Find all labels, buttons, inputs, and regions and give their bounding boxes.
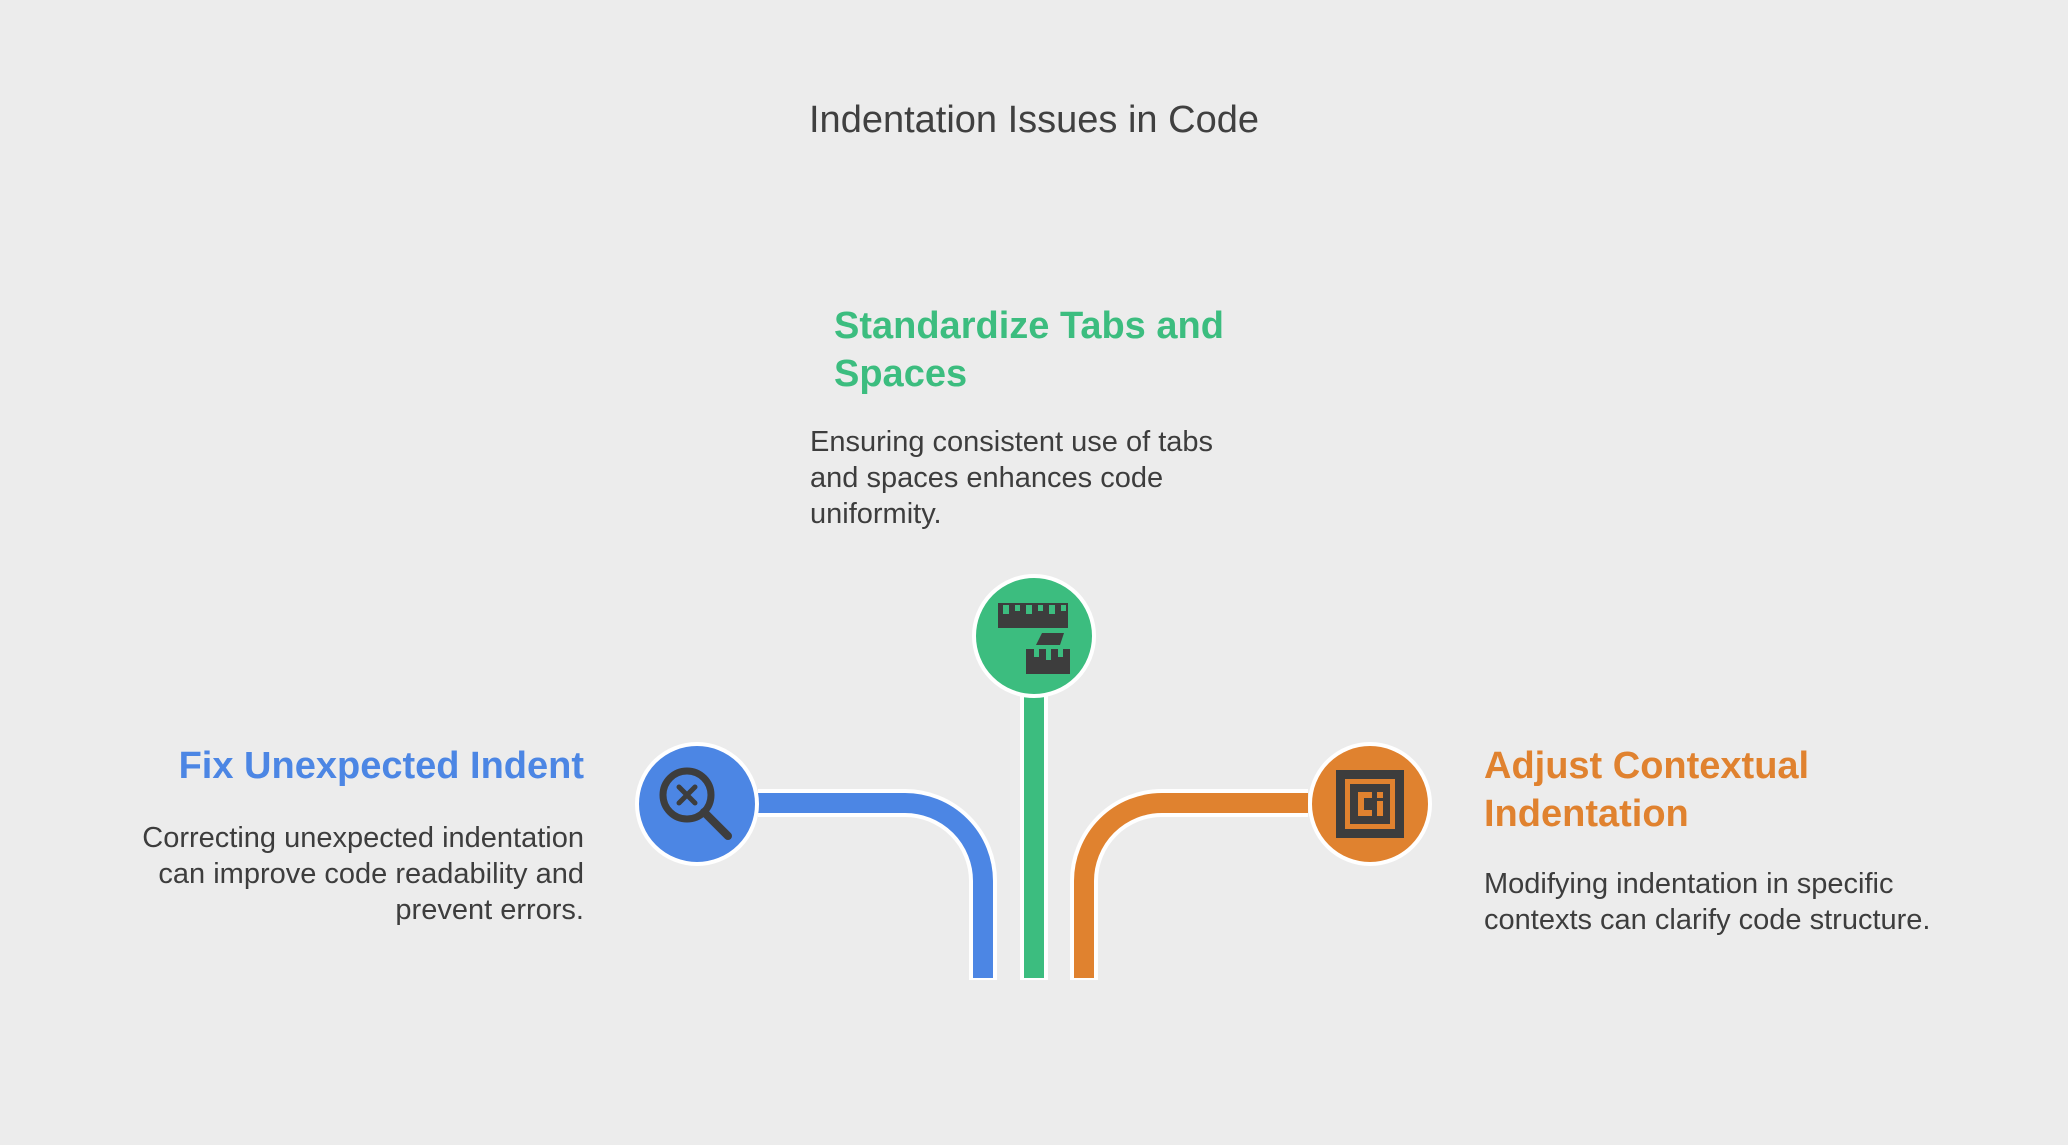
item-description: Correcting unexpected indentation can im… (142, 822, 584, 926)
item-description: Ensuring consistent use of tabs and spac… (810, 426, 1214, 530)
diagram-title: Indentation Issues in Code (809, 99, 1259, 141)
item-standardize-tabs-spaces: Standardize Tabs and Spaces Ensuring con… (810, 302, 1250, 532)
green-node (972, 574, 1096, 698)
orange-node (1308, 742, 1432, 866)
context-frame-icon (1336, 770, 1404, 838)
item-heading: Adjust Contextual Indentation (1484, 745, 1810, 835)
blue-pipe (758, 793, 993, 978)
ruler-icon (998, 603, 1070, 674)
item-heading: Standardize Tabs and Spaces (834, 305, 1224, 395)
item-fix-unexpected-indent: Fix Unexpected Indent Correcting unexpec… (110, 742, 584, 928)
magnifier-x-icon (659, 767, 732, 840)
item-heading: Fix Unexpected Indent (178, 745, 584, 787)
orange-pipe-outline (1070, 789, 1308, 980)
blue-pipe-outline (758, 789, 997, 980)
item-description: Modifying indentation in specific contex… (1484, 868, 1931, 936)
blue-node (635, 742, 759, 866)
orange-pipe (1074, 793, 1308, 978)
item-adjust-contextual-indentation: Adjust Contextual Indentation Modifying … (1484, 742, 2004, 938)
